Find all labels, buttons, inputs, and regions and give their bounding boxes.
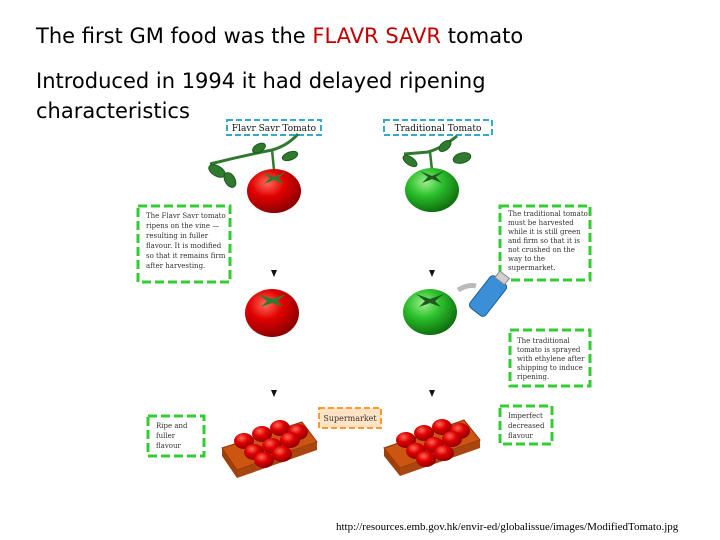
svg-text:Imperfect decreased: Imperfect decreased flavour [508,412,547,440]
slide-title: The first GM food was the FLAVR SAVR tom… [36,24,523,48]
svg-text:The traditional tomato: The traditional tomato is sprayed with e… [517,337,587,381]
ripe-note-line: flavour [156,442,182,450]
sprayed-note-line: The traditional [517,337,571,345]
traditional-arrow-2 [429,390,435,397]
traditional-note-line: must be harvested [508,219,574,227]
flavr-ripe-tomato-on-vine [247,169,301,213]
traditional-vine [402,134,472,171]
slide-subtitle: Introduced in 1994 it had delayed ripeni… [36,69,486,123]
imperfect-note-line: decreased [508,422,545,430]
traditional-header: Traditional Tomato [383,119,493,136]
svg-text:Ripe and fuller: Ripe and fuller flavour [156,422,190,450]
flavr-note-line: flavour. It is modified [146,242,222,250]
traditional-note-line: way to the [508,255,545,263]
traditional-note-line: The traditional tomato [508,210,588,218]
flavr-arrow-1 [271,270,277,277]
ethylene-spray-can-icon [456,270,511,317]
flavr-header: Flavr Savr Tomato [226,119,322,136]
source-url: http://resources.emb.gov.hk/envir-ed/glo… [336,521,679,533]
ripe-note-line: fuller [156,432,176,440]
traditional-tomato-crate [383,419,481,476]
sprayed-note: The traditional tomato is sprayed with e… [508,328,592,388]
flavr-note-line: resulting in fuller [146,232,209,240]
imperfect-flavour-note: Imperfect decreased flavour [498,404,554,446]
ripe-flavour-note: Ripe and fuller flavour [146,414,206,458]
imperfect-note-line: Imperfect [508,412,543,420]
traditional-green-tomato [403,289,457,335]
sprayed-note-line: tomato is sprayed [517,346,581,354]
svg-text:The Flavr Savr tomato: The Flavr Savr tomato ripens on the vine… [146,212,228,270]
flavr-header-label: Flavr Savr Tomato [232,124,316,134]
tomato-diagram: Flavr Savr Tomato Traditional Tomato [112,98,612,478]
traditional-note-line: and firm so that it is [508,237,580,245]
supermarket-text: Supermarket [323,414,377,423]
title-suffix: tomato [441,24,524,48]
traditional-note: The traditional tomato must be harvested… [498,204,592,282]
flavr-note: The Flavr Savr tomato ripens on the vine… [136,204,232,284]
flavr-vine [208,132,300,188]
svg-text:The traditional tomato: The traditional tomato must be harvested… [508,210,590,272]
imperfect-note-line: flavour [508,432,534,440]
sprayed-note-line: with ethylene after [517,355,585,363]
sprayed-note-line: ripening. [517,373,549,381]
tomato-diagram-svg: Flavr Savr Tomato Traditional Tomato [136,119,592,478]
traditional-note-line: while it is still green [508,228,581,236]
traditional-green-tomato-on-vine [405,168,459,212]
flavr-note-line: ripens on the vine — [146,222,219,230]
flavr-note-line: The Flavr Savr tomato [146,212,226,220]
flavr-note-line: so that it remains firm [146,252,226,260]
traditional-note-line: not crushed on the [508,246,575,254]
flavr-ripe-tomato [245,289,299,337]
title-highlight: FLAVR SAVR [312,24,442,48]
traditional-note-line: supermarket. [508,264,556,272]
traditional-arrow-1 [429,270,435,277]
flavr-tomato-crate [221,420,318,478]
traditional-header-label: Traditional Tomato [395,124,482,134]
flavr-note-line: after harvesting. [146,262,205,270]
supermarket-label: Supermarket [318,407,382,429]
flavr-arrow-2 [271,390,277,397]
sprayed-note-line: shipping to induce [517,364,583,372]
title-prefix: The first GM food was the [36,24,313,48]
ripe-note-line: Ripe and [156,422,188,430]
